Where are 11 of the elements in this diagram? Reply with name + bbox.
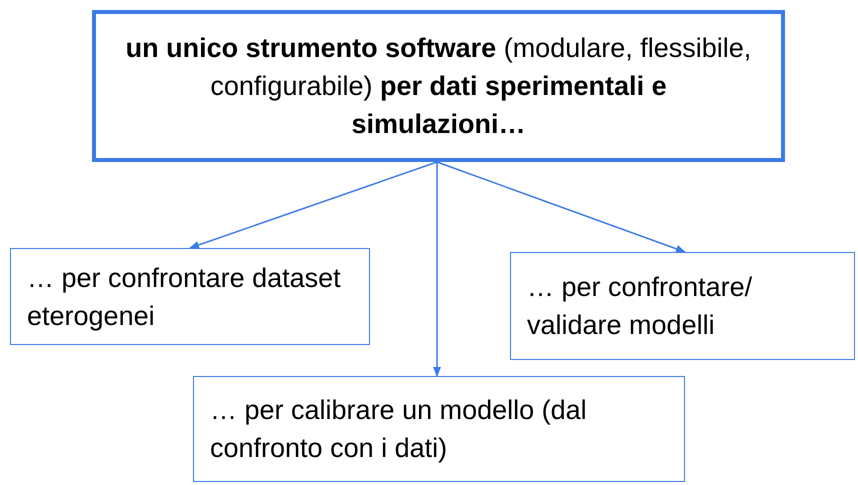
text-box [510, 252, 855, 360]
box-text: … per confrontare/ validare modelli [527, 271, 754, 342]
text-box [10, 248, 370, 345]
text-box [92, 10, 785, 162]
box-text: un unico strumento software (modulare, flessibile, configurabile) per dati sperimentali e simulazioni… [124, 32, 752, 141]
arrow [189, 161, 438, 249]
box-text: … per confrontare dataset eterogenei [27, 262, 342, 333]
arrow [433, 162, 441, 377]
box-text: … per calibrare un modello (dal confronto con i dati) [210, 394, 588, 465]
arrow [436, 161, 686, 253]
text-box [193, 376, 685, 482]
